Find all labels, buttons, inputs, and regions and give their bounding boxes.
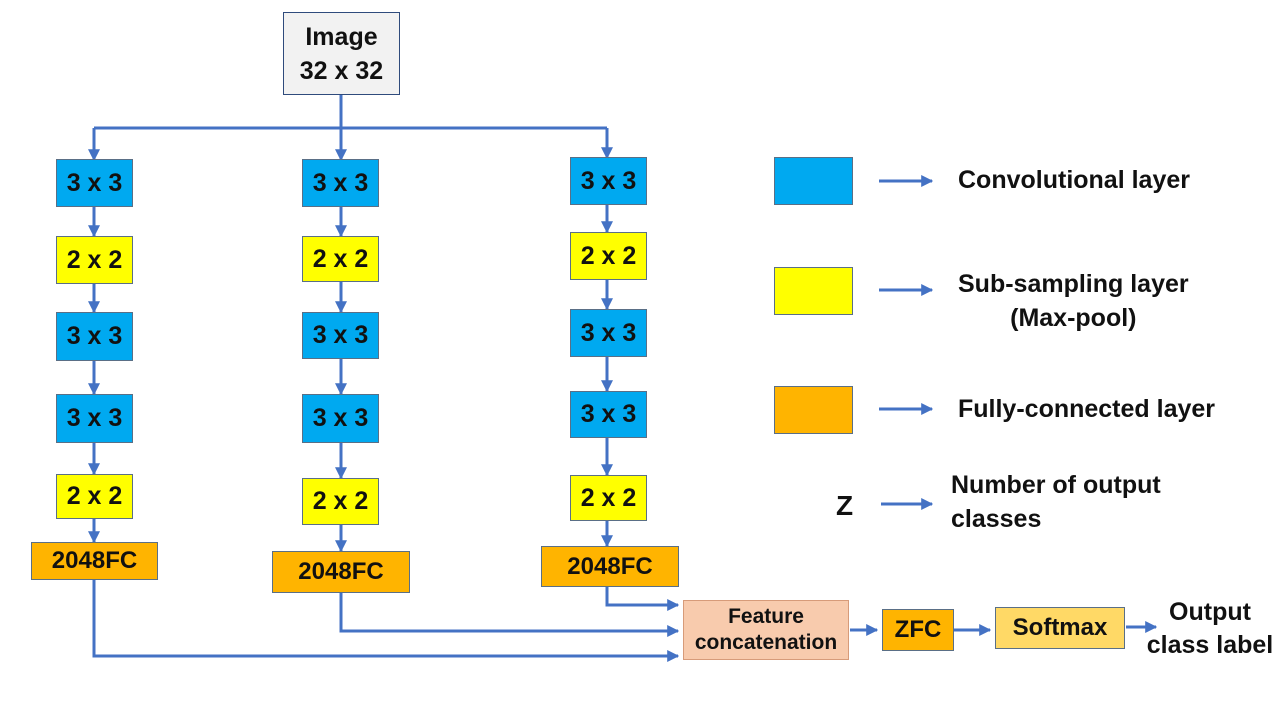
branch3-conv2: 3 x 3 [570,309,647,357]
branch3-conv3: 3 x 3 [570,391,647,438]
branch1-conv1: 3 x 3 [56,159,133,207]
branch2-conv1: 3 x 3 [302,159,379,207]
legend-pool-swatch [774,267,853,315]
legend-conv-label: Convolutional layer [958,166,1190,194]
softmax-node: Softmax [995,607,1125,649]
branch2-pool1: 2 x 2 [302,236,379,282]
legend-fc-swatch [774,386,853,434]
concat-line2: concatenation [694,631,838,654]
legend-pool-line1: Sub-sampling layer [958,270,1189,298]
branch1-pool2: 2 x 2 [56,474,133,519]
output-line1: Output [1169,598,1251,626]
input-image-node: Image 32 x 32 [283,12,400,95]
input-size: 32 x 32 [299,56,384,85]
branch2-conv2: 3 x 3 [302,312,379,359]
legend-z-symbol: Z [836,490,854,521]
branch1-fc: 2048FC [31,542,158,580]
zfc-node: ZFC [882,609,954,651]
feature-concatenation-node: Feature concatenation [683,600,849,660]
legend-z-line1: Number of output [951,471,1161,499]
branch1-conv3: 3 x 3 [56,394,133,443]
branch3-fc: 2048FC [541,546,679,587]
legend-pool-line2: (Max-pool) [1010,304,1137,332]
output-line2: class label [1146,631,1274,659]
legend-pool-label: Sub-sampling layer (Max-pool) [958,267,1189,335]
branch2-conv3: 3 x 3 [302,394,379,443]
branch2-pool2: 2 x 2 [302,478,379,525]
branch1-pool1: 2 x 2 [56,236,133,284]
legend-fc-label: Fully-connected layer [958,395,1216,423]
branch2-fc: 2048FC [272,551,410,593]
input-title: Image [305,22,378,51]
branch3-conv1: 3 x 3 [570,157,647,205]
legend-z-label: Number of output classes [951,468,1161,536]
branch3-pool1: 2 x 2 [570,232,647,280]
concat-line1: Feature [728,605,804,628]
legend-z-line2: classes [951,505,1042,533]
legend-conv-swatch [774,157,853,205]
branch1-conv2: 3 x 3 [56,312,133,361]
output-class-label: Output class label [1140,596,1280,662]
branch3-pool2: 2 x 2 [570,475,647,521]
